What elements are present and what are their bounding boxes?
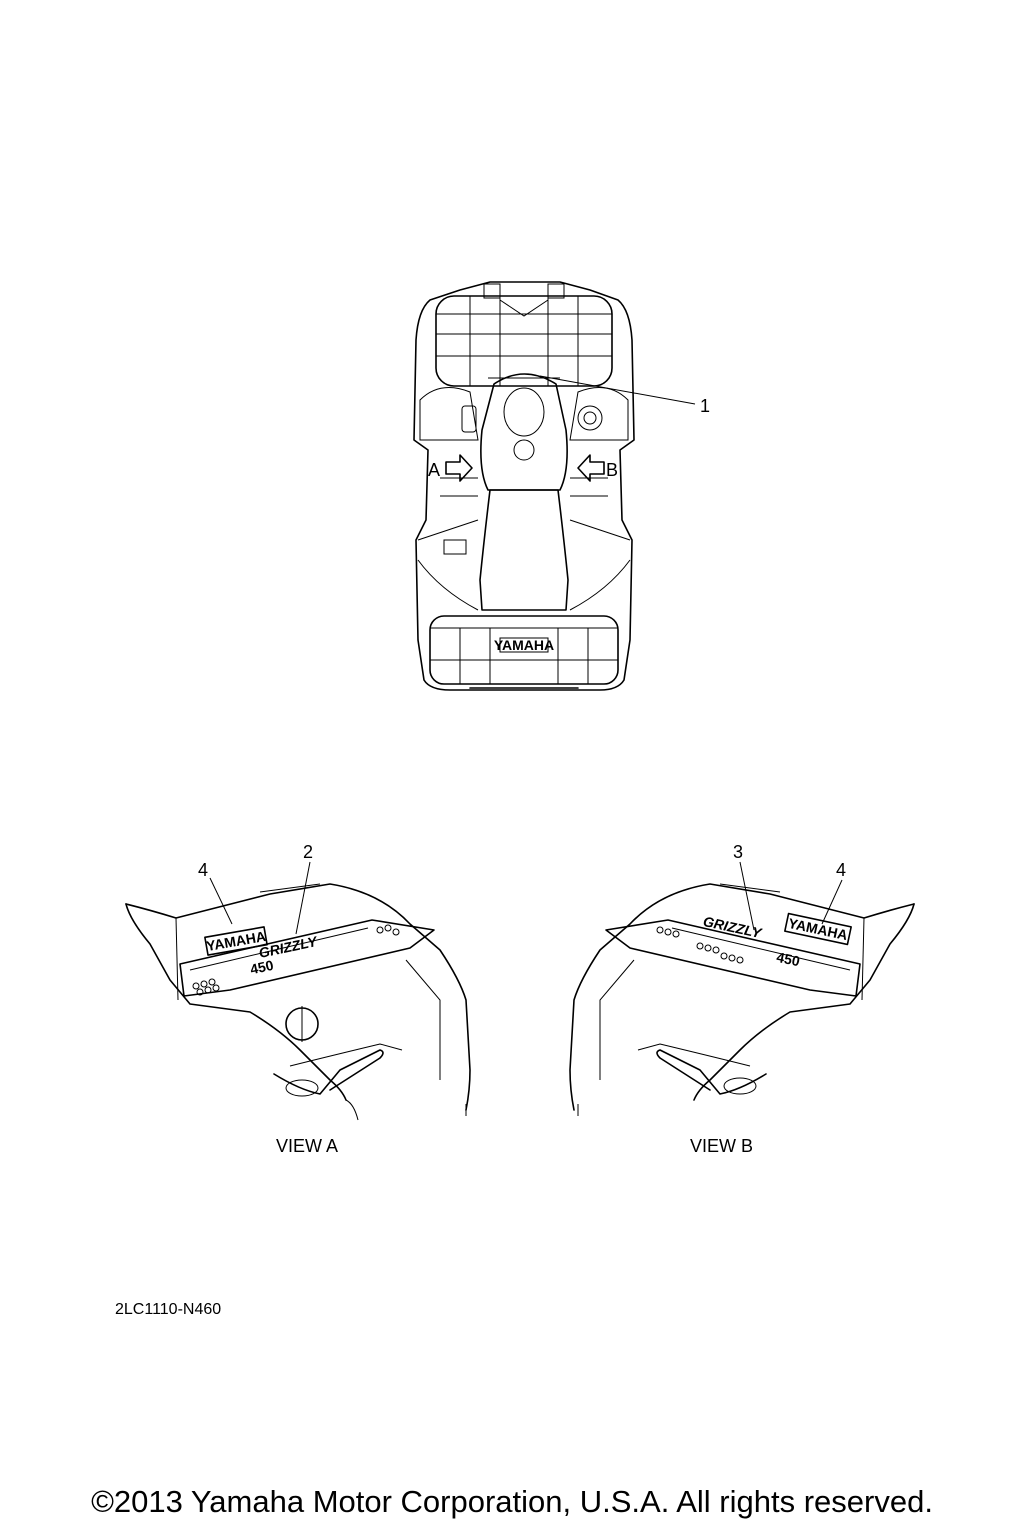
callout-2: 2 bbox=[303, 842, 313, 862]
copyright-notice: ©2013 Yamaha Motor Corporation, U.S.A. A… bbox=[91, 1484, 933, 1519]
view-a-label: VIEW A bbox=[276, 1136, 338, 1156]
callout-1: 1 bbox=[700, 396, 710, 416]
view-a-displacement-decal: 450 bbox=[249, 957, 275, 978]
callout-3: 3 bbox=[733, 842, 743, 862]
view-a-arrow-label: A bbox=[428, 460, 440, 480]
atv-top-view: YAMAHA 1 A B bbox=[413, 281, 710, 691]
callout-4-left: 4 bbox=[198, 860, 208, 880]
callout-4-right: 4 bbox=[836, 860, 846, 880]
part-code: 2LC1110-N460 bbox=[115, 1301, 222, 1318]
view-a-grizzly-decal: GRIZZLY bbox=[257, 933, 320, 961]
view-b-arrow-icon bbox=[577, 454, 605, 482]
view-a-panel: YAMAHA GRIZZLY 450 4 2 VIEW A bbox=[125, 842, 471, 1156]
view-b-label: VIEW B bbox=[690, 1136, 753, 1156]
view-a-arrow-icon bbox=[445, 454, 473, 482]
view-b-panel: YAMAHA GRIZZLY 450 3 4 VIEW B bbox=[569, 842, 915, 1156]
rear-decal-text: YAMAHA bbox=[494, 637, 554, 653]
view-b-displacement-decal: 450 bbox=[775, 949, 801, 970]
view-b-arrow-label: B bbox=[606, 460, 618, 480]
